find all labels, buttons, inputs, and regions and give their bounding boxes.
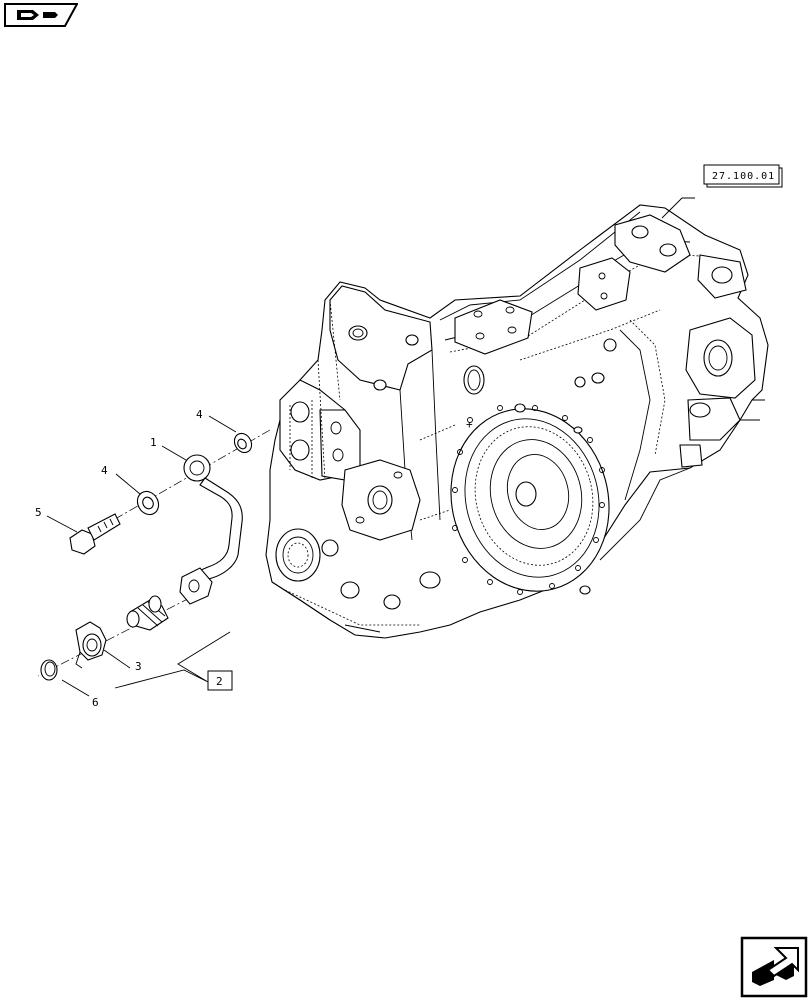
washer-upper xyxy=(233,432,253,454)
callout-2: 2 xyxy=(216,675,223,688)
transmission-housing xyxy=(265,204,769,639)
callout-5: 5 xyxy=(35,506,42,519)
next-page-button[interactable] xyxy=(740,936,808,998)
callout-3: 3 xyxy=(135,660,142,673)
previous-page-icon xyxy=(17,10,58,20)
callout-2-box[interactable]: 2 xyxy=(207,670,233,691)
dust-cap xyxy=(40,659,58,681)
previous-page-button[interactable] xyxy=(3,3,78,27)
coupler-body xyxy=(75,621,107,669)
next-page-icon xyxy=(752,947,799,986)
reference-link-box[interactable]: 27.100.01 xyxy=(703,164,783,188)
callout-6: 6 xyxy=(92,696,99,709)
callout-1: 1 xyxy=(150,436,157,449)
threaded-adapter xyxy=(126,595,169,631)
callout-4-lower: 4 xyxy=(101,464,108,477)
washer-lower xyxy=(136,490,160,516)
banjo-bolt xyxy=(69,513,121,555)
callout-4-upper: 4 xyxy=(196,408,203,421)
reference-label: 27.100.01 xyxy=(712,171,775,182)
banjo-pipe xyxy=(179,454,243,605)
assembly-centerline-lower xyxy=(37,589,206,677)
small-mark: + xyxy=(466,418,473,431)
